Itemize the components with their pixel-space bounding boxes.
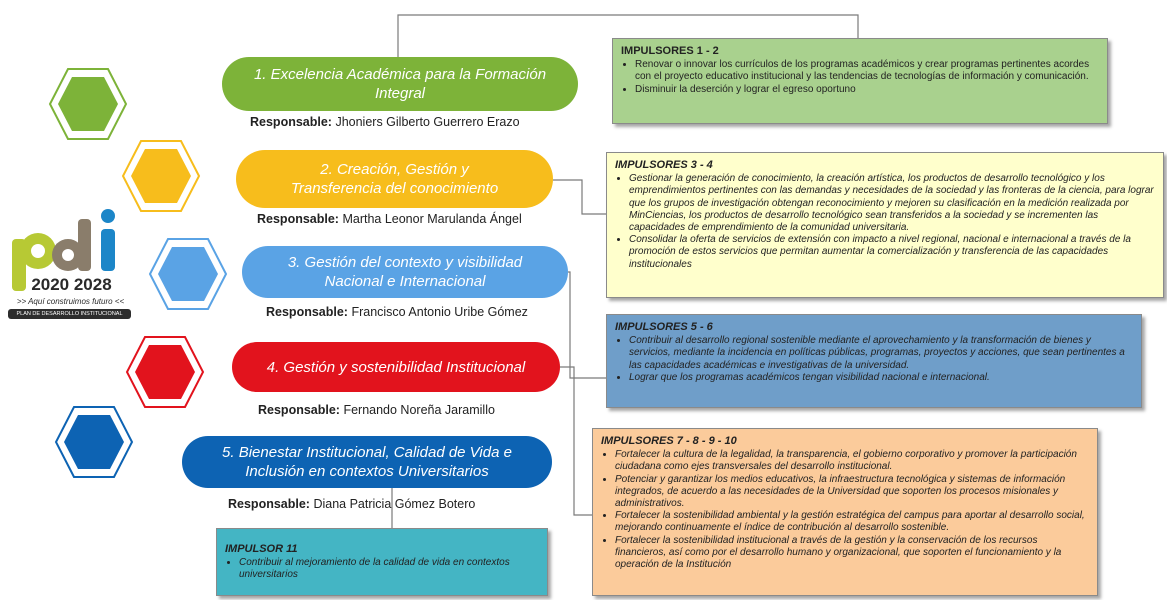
responsable-label: Responsable: [257, 212, 339, 226]
hexagon-icon-4 [125, 334, 205, 410]
connector-line-4 [560, 366, 592, 516]
logo-tagline: >> Aquí construimos futuro << [16, 297, 125, 306]
impulsores-list: Contribuir al mejoramiento de la calidad… [225, 557, 539, 581]
impulsores-list: Renovar o innovar los currículos de los … [621, 59, 1099, 96]
eje-1-title: 1. Excelencia Académica para la Formació… [222, 57, 578, 111]
hexagon-icon-5 [54, 404, 134, 480]
impulsor-item: Potenciar y garantizar los medios educat… [615, 474, 1089, 511]
responsable-2: Responsable: Martha Leonor Marulanda Áng… [257, 212, 522, 226]
responsable-name: Fernando Noreña Jaramillo [343, 403, 495, 417]
impulsores-list: Contribuir al desarrollo regional sosten… [615, 335, 1133, 384]
eje-2-title: 2. Creación, Gestión y Transferencia del… [236, 150, 553, 208]
responsable-label: Responsable: [228, 497, 310, 511]
responsable-label: Responsable: [266, 305, 348, 319]
eje-4-title: 4. Gestión y sostenibilidad Instituciona… [232, 342, 560, 392]
responsable-4: Responsable: Fernando Noreña Jaramillo [258, 403, 495, 417]
impulsor-item: Contribuir al mejoramiento de la calidad… [239, 557, 539, 581]
responsable-name: Francisco Antonio Uribe Gómez [351, 305, 528, 319]
pdi-logo: 2020 2028 >> Aquí construimos futuro << … [8, 205, 133, 335]
hexagon-icon-2 [121, 138, 201, 214]
impulsores-box-1: IMPULSORES 1 - 2 Renovar o innovar los c… [612, 38, 1108, 124]
responsable-5: Responsable: Diana Patricia Gómez Botero [228, 497, 475, 511]
impulsores-list: Fortalecer la cultura de la legalidad, l… [601, 449, 1089, 571]
logo-years: 2020 2028 [31, 275, 112, 294]
impulsores-box-5: IMPULSOR 11 Contribuir al mejoramiento d… [216, 528, 548, 596]
eje-5-title: 5. Bienestar Institucional, Calidad de V… [182, 436, 552, 488]
hexagon-icon-3 [148, 236, 228, 312]
impulsores-list: Gestionar la generación de conocimiento,… [615, 173, 1155, 271]
impulsores-box-4: IMPULSORES 7 - 8 - 9 - 10 Fortalecer la … [592, 428, 1098, 596]
impulsores-title: IMPULSORES 7 - 8 - 9 - 10 [601, 435, 737, 447]
impulsor-item: Fortalecer la cultura de la legalidad, l… [615, 449, 1089, 473]
impulsor-item: Contribuir al desarrollo regional sosten… [629, 335, 1133, 372]
responsable-3: Responsable: Francisco Antonio Uribe Góm… [266, 305, 528, 319]
responsable-name: Jhoniers Gilberto Guerrero Erazo [335, 115, 520, 129]
responsable-name: Martha Leonor Marulanda Ángel [342, 212, 522, 226]
hexagon-icon-1 [48, 66, 128, 142]
pdi-logo-graphic [12, 209, 115, 291]
impulsor-item: Gestionar la generación de conocimiento,… [629, 173, 1155, 234]
impulsor-item: Disminuir la deserción y lograr el egres… [635, 84, 1099, 96]
impulsor-item: Fortalecer la sostenibilidad ambiental y… [615, 510, 1089, 534]
impulsores-title: IMPULSORES 3 - 4 [615, 159, 713, 171]
responsable-1: Responsable: Jhoniers Gilberto Guerrero … [250, 115, 520, 129]
impulsor-item: Lograr que los programas académicos teng… [629, 372, 1133, 384]
impulsor-item: Consolidar la oferta de servicios de ext… [629, 234, 1155, 271]
eje-3-title: 3. Gestión del contexto y visibilidad Na… [242, 246, 568, 298]
impulsores-title: IMPULSOR 11 [225, 543, 298, 555]
impulsores-box-3: IMPULSORES 5 - 6 Contribuir al desarroll… [606, 314, 1142, 408]
responsable-label: Responsable: [258, 403, 340, 417]
responsable-name: Diana Patricia Gómez Botero [313, 497, 476, 511]
responsable-label: Responsable: [250, 115, 332, 129]
impulsores-title: IMPULSORES 5 - 6 [615, 321, 713, 333]
logo-plan: PLAN DE DESARROLLO INSTITUCIONAL [8, 309, 131, 319]
connector-line-2 [553, 179, 606, 215]
impulsores-title: IMPULSORES 1 - 2 [621, 45, 719, 57]
impulsor-item: Renovar o innovar los currículos de los … [635, 59, 1099, 83]
impulsor-item: Fortalecer la sostenibilidad institucion… [615, 535, 1089, 572]
connector-line-3 [568, 271, 606, 379]
impulsores-box-2: IMPULSORES 3 - 4 Gestionar la generación… [606, 152, 1164, 298]
